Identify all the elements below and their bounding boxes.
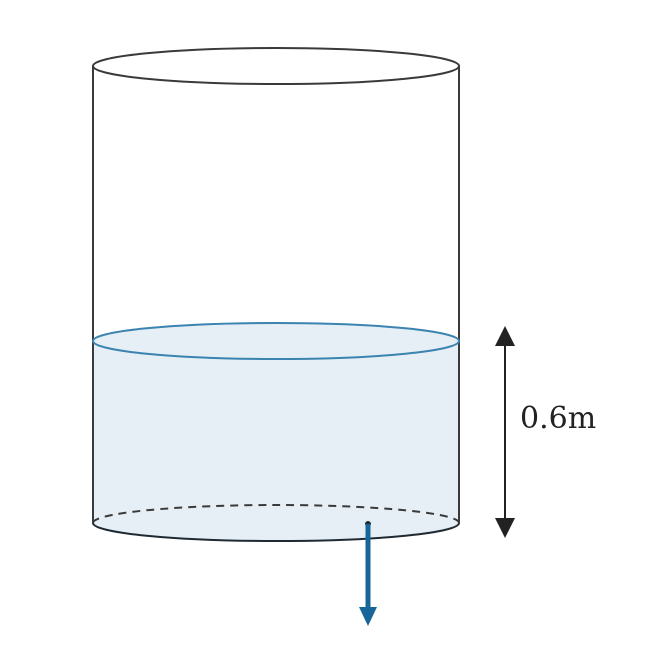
tank-bottom-back-dashed [92,504,460,524]
water-body [93,341,459,541]
tank-top-rim [92,47,460,85]
height-label: 0.6m [520,401,596,436]
tank-bottom-front [92,522,460,542]
water-surface [92,322,460,360]
outflow-arrow-head [359,607,377,626]
